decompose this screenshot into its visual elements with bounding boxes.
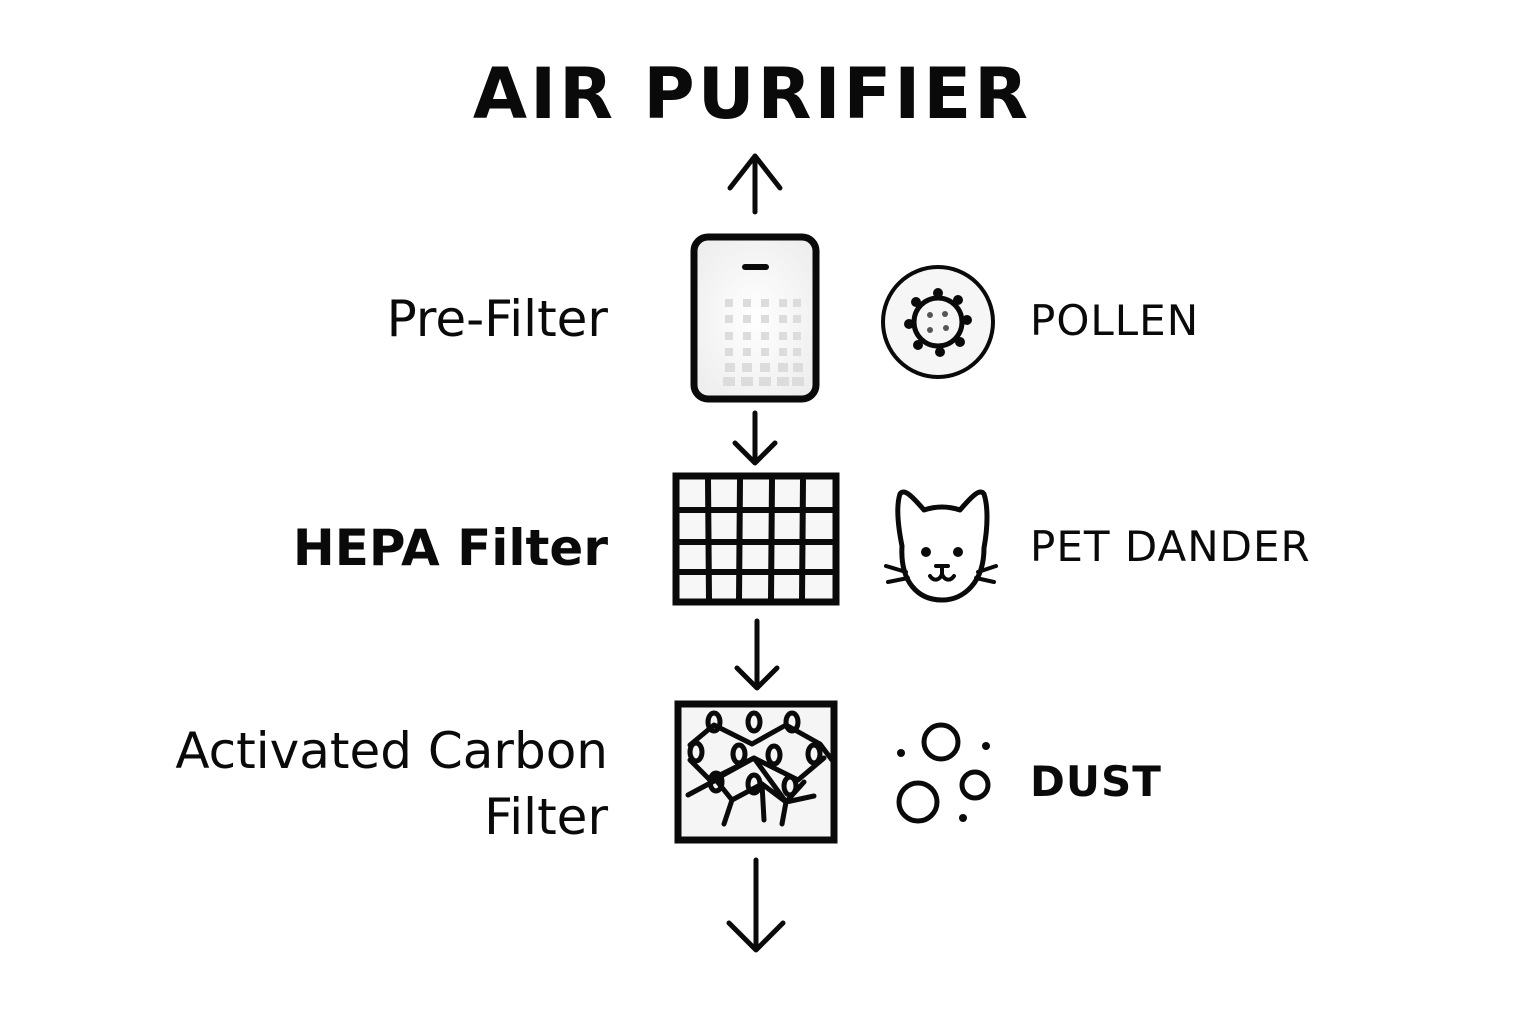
carbon-mesh-icon [674, 700, 838, 844]
arrow-down-icon [726, 857, 786, 953]
stage-label-pre-filter: Pre-Filter [386, 290, 608, 348]
pre-filter-panel-icon [690, 233, 820, 403]
stage-label-carbon-line1: Activated Carbon [175, 722, 608, 780]
arrow-down-icon [732, 410, 778, 466]
pollutant-label-pet-dander: PET DANDER [1030, 522, 1311, 571]
arrow-down-icon [734, 618, 780, 691]
pollutant-label-pollen: POLLEN [1030, 296, 1200, 345]
cat-face-icon [884, 489, 998, 603]
stage-label-hepa: HEPA Filter [292, 519, 608, 577]
stage-label-carbon: Activated Carbon Filter [175, 718, 608, 850]
arrow-up-icon [727, 153, 783, 215]
pollutant-label-dust: DUST [1030, 757, 1162, 806]
hepa-grid-icon [672, 472, 840, 606]
stage-label-carbon-line2: Filter [484, 788, 608, 846]
pollen-icon [881, 265, 995, 379]
dust-particles-icon [896, 722, 991, 824]
diagram-title: AIR PURIFIER [472, 53, 1032, 135]
